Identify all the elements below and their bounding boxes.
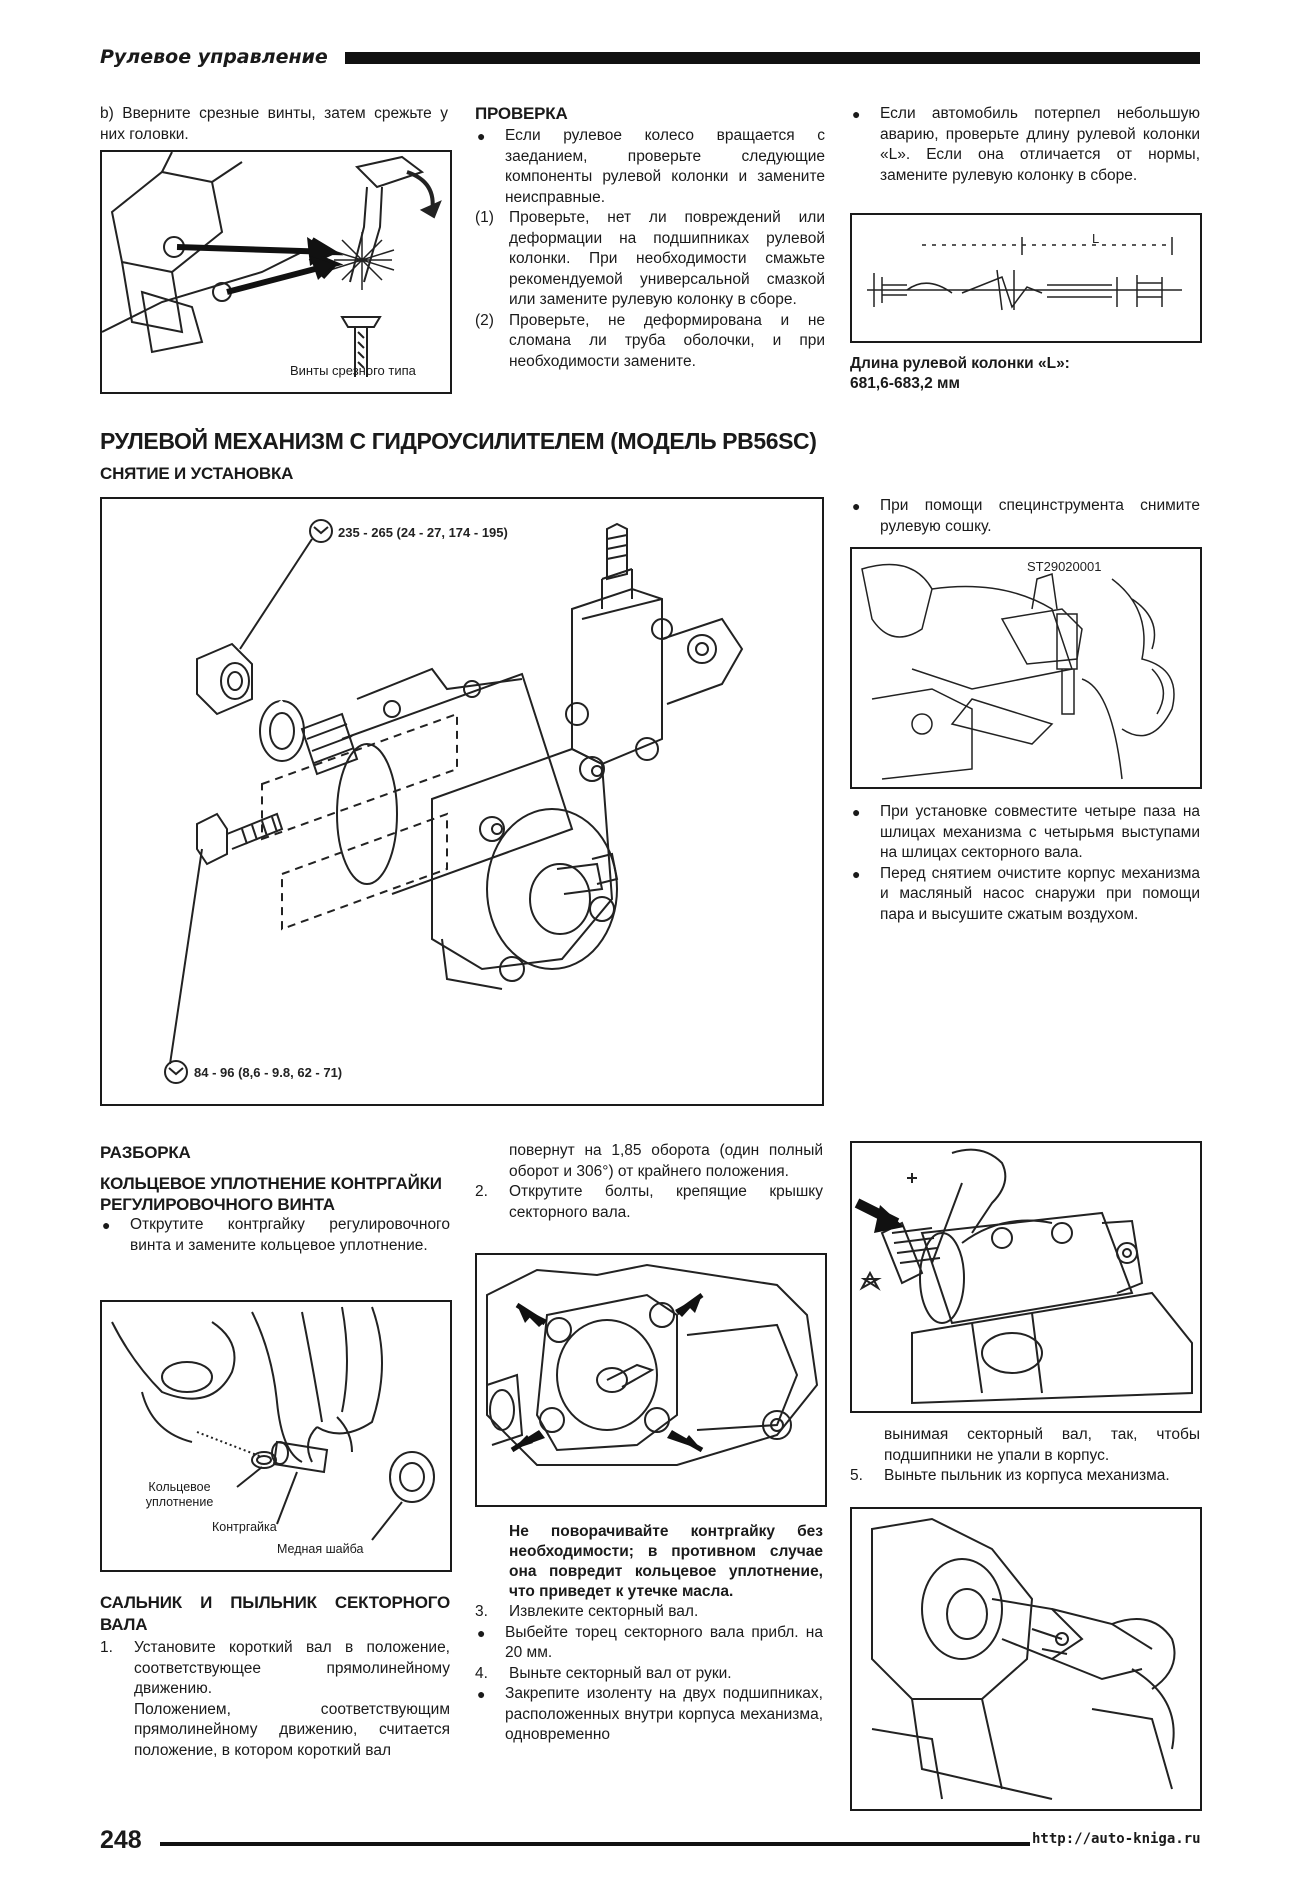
sector-shaft-removal-figure <box>850 1141 1202 1413</box>
step-3-text: 3.Извлеките секторный вал. <box>475 1603 699 1620</box>
step-5-text: 5.Выньте пыльник из корпуса механизма. <box>850 1467 1170 1484</box>
torque-bolt-label: 84 - 96 (8,6 - 9.8, 62 - 71) <box>194 1065 342 1080</box>
seal-subtitle: САЛЬНИК И ПЫЛЬНИК СЕКТОРНОГО ВАЛА <box>100 1593 450 1634</box>
step-b-text: b) Вверните срезные винты, затем срежьте… <box>100 105 448 143</box>
seal-step-1: 1.Установите короткий вал в положение, с… <box>100 1639 450 1697</box>
sector-cover-bolts-figure <box>475 1253 827 1507</box>
length-L-label: L <box>1092 231 1099 246</box>
locknut-oring-figure: Кольцевое уплотнение Контргайка Медная ш… <box>100 1300 452 1572</box>
oring-text: Открутите контргайку регулировочного вин… <box>100 1215 450 1256</box>
check-intro: Если рулевое колесо вращается с заедание… <box>475 126 825 208</box>
torque-nut-label: 235 - 265 (24 - 27, 174 - 195) <box>338 525 508 540</box>
accident-check-text: Если автомобиль потерпел небольшую авари… <box>850 104 1200 186</box>
shear-bolts-figure: Винты срезного типа <box>100 150 452 394</box>
footer-url[interactable]: http://auto-kniga.ru <box>1032 1831 1201 1847</box>
section-title: РУЛЕВОЙ МЕХАНИЗМ С ГИДРОУСИЛИТЕЛЕМ (МОДЕ… <box>100 428 817 454</box>
header-rule <box>345 52 1200 64</box>
check-title: ПРОВЕРКА <box>475 104 568 123</box>
bearings-cont-text: вынимая секторный вал, так, чтобы подшип… <box>884 1426 1200 1464</box>
column-length-figure: L <box>850 213 1202 343</box>
copper-washer-label: Медная шайба <box>277 1542 364 1556</box>
oring-subtitle: КОЛЬЦЕВОЕ УПЛОТНЕНИЕ КОНТРГАЙКИ РЕГУЛИРО… <box>100 1174 442 1214</box>
dust-boot-removal-figure <box>850 1507 1202 1811</box>
locknut-warning: Не поворачивайте контргайку без необходи… <box>509 1523 823 1600</box>
pitman-arm-puller-figure: ST29020001 <box>850 547 1202 789</box>
column-length-value: 681,6-683,2 мм <box>850 375 960 392</box>
column-length-label: Длина рулевой колонки «L»: <box>850 355 1070 372</box>
running-header: Рулевое управление <box>100 46 328 68</box>
column-length-spec: Длина рулевой колонки «L»: 681,6-683,2 м… <box>850 354 1070 394</box>
seal-step-1-cont: Положением, соответствующим прямолинейно… <box>134 1700 450 1759</box>
step-4-text: 4.Выньте секторный вал от руки. <box>475 1664 732 1682</box>
section-subtitle: СНЯТИЕ И УСТАНОВКА <box>100 464 294 483</box>
disassembly-title: РАЗБОРКА <box>100 1143 191 1162</box>
steering-gear-exploded-figure: 235 - 265 (24 - 27, 174 - 195) 84 - 96 (… <box>100 497 824 1106</box>
footer-rule <box>160 1842 1030 1846</box>
check-step-1: (1)Проверьте, нет ли повреждений или деф… <box>475 209 825 308</box>
cleaning-text: Перед снятием очистите корпус механизма … <box>850 864 1200 926</box>
remove-pitman-arm-text: При помощи специнструмента снимите рулев… <box>850 496 1200 537</box>
oring-label: Кольцевое уплотнение <box>145 1480 214 1509</box>
locknut-label: Контргайка <box>212 1520 277 1534</box>
page-number: 248 <box>100 1826 142 1854</box>
knock-shaft-text: Выбейте торец секторного вала прибл. на … <box>475 1623 823 1664</box>
rotation-cont-text: повернут на 1,85 оборота (один полный об… <box>509 1142 823 1180</box>
shear-bolts-label: Винты срезного типа <box>290 363 416 378</box>
check-step-2: (2)Проверьте, не деформирована и не слом… <box>475 311 825 370</box>
step-2-text: 2.Открутите болты, крепящие крышку секто… <box>475 1183 823 1221</box>
tool-number-label: ST29020001 <box>1027 559 1101 574</box>
spline-alignment-text: При установке совместите четыре паза на … <box>850 802 1200 864</box>
tape-bearings-text: Закрепите изоленту на двух подшипниках, … <box>475 1684 823 1746</box>
